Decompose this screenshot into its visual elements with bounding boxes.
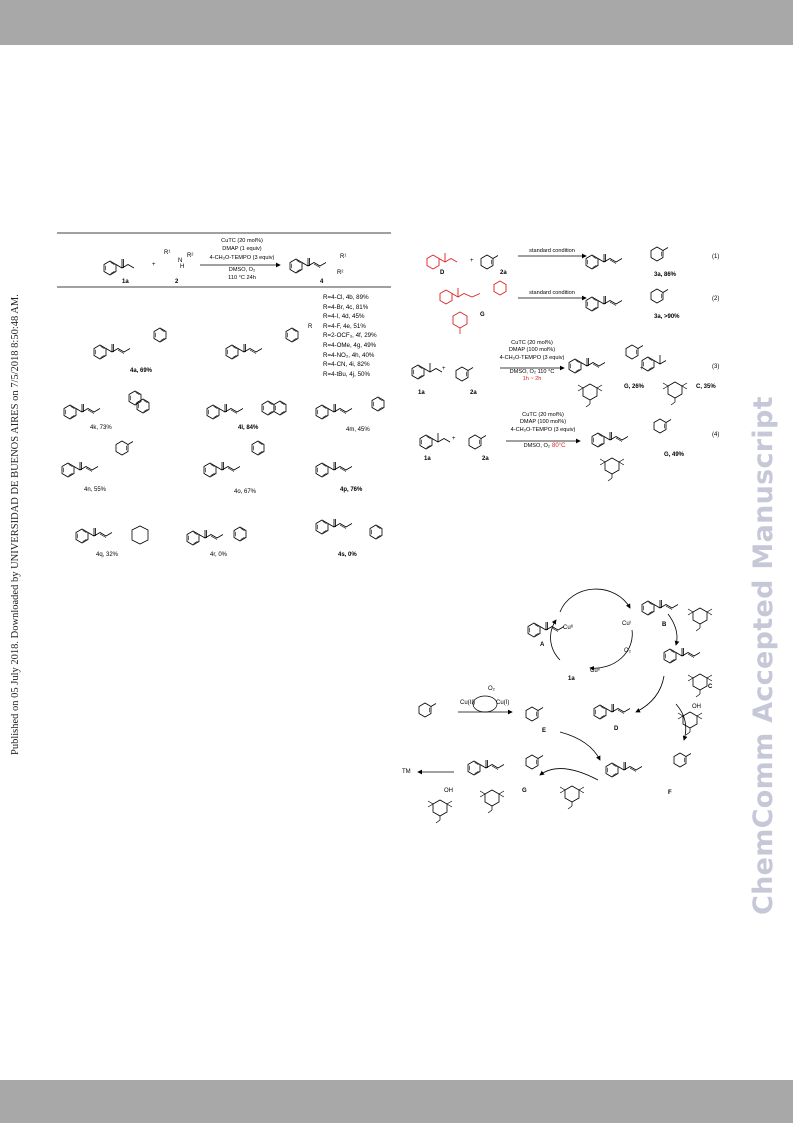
cu-ii-label: Cu(II) xyxy=(460,700,475,706)
label-4: 4 xyxy=(320,279,324,285)
list-item: R=4-NO₂, 4h, 40% xyxy=(323,351,375,359)
condition-solvent: DMSO, O₂ xyxy=(228,267,256,273)
label-C: C xyxy=(708,684,713,690)
list-item: R=4-Br, 4c, 81% xyxy=(323,303,369,311)
yield-eq3-G: G, 26% xyxy=(624,384,645,390)
product-4p: 4p, 76% xyxy=(340,487,363,493)
substituent-list: R=4-Cl, 4b, 89% R=4-Br, 4c, 81% R=4-I, 4… xyxy=(323,293,377,379)
reagent-1: CuTC (20 mol%) xyxy=(221,238,263,244)
label-r1: R¹ xyxy=(164,250,171,256)
o2-cycle: O₂ xyxy=(624,648,631,654)
eq-number-2: (2) xyxy=(712,296,720,302)
list-item: R=4-F, 4e, 51% xyxy=(323,322,366,330)
plus-eq4: + xyxy=(452,436,456,442)
cond-eq2: standard condition xyxy=(529,290,575,296)
product-4a: 4a, 69% xyxy=(130,368,153,374)
reagent-eq4-2: DMAP (100 mol%) xyxy=(519,419,567,425)
yield-eq2: 3a, >90% xyxy=(654,314,680,320)
list-item: R=4-I, 4d, 45% xyxy=(323,313,365,321)
label-D-eq1: D xyxy=(440,270,445,276)
eq-number-3: (3) xyxy=(712,364,720,370)
eq-number-4: (4) xyxy=(712,432,720,438)
yield-eq3-C: C, 35% xyxy=(696,384,716,390)
list-item: R=2-OCF₃, 4f, 29% xyxy=(323,332,377,340)
label-2a-eq1: 2a xyxy=(500,270,507,276)
oh-label-2: OH xyxy=(444,788,453,794)
label-h: H xyxy=(180,264,185,270)
plus-eq3b: + xyxy=(640,366,644,372)
reagent-eq4-3: 4-CH₃O-TEMPO (3 equiv) xyxy=(510,427,576,433)
list-item: R=4-OMe, 4g, 49% xyxy=(323,341,377,349)
product-4o: 4o, 67% xyxy=(234,489,257,495)
plus-eq1: + xyxy=(470,258,474,264)
eq-number-1: (1) xyxy=(712,254,720,260)
time-eq3: 1h ~ 2h xyxy=(522,376,542,382)
list-item: R=4-CN, 4i, 82% xyxy=(323,361,370,369)
label-G-eq2: G xyxy=(480,312,485,318)
temp-eq4: 80°C xyxy=(552,443,566,449)
label-TM: TM xyxy=(402,769,411,775)
yield-eq4: G, 49% xyxy=(664,452,685,458)
label-1a-eq4: 1a xyxy=(424,456,431,462)
condition-temp: 110 °C 24h xyxy=(228,275,256,281)
label-2a-eq4: 2a xyxy=(482,456,489,462)
label-B: B xyxy=(662,622,667,628)
cond-eq3: DMSO, O₂ 110 °C xyxy=(509,369,555,375)
plus-eq3: + xyxy=(442,366,446,372)
prod-label-r2: R² xyxy=(337,270,344,276)
product-4l: 4l, 84% xyxy=(238,425,259,431)
cond-eq4: DMSO, O₂ xyxy=(523,443,550,449)
label-D: D xyxy=(614,726,619,732)
top-bar xyxy=(0,0,793,45)
label-E: E xyxy=(542,728,547,734)
label-1a-mech: 1a xyxy=(568,676,575,682)
label-G: G xyxy=(522,788,527,794)
cu-ii-on-A: Cuᴵᴵ xyxy=(563,625,573,631)
label-1a-eq3: 1a xyxy=(418,390,425,396)
prod-label-r1: R¹ xyxy=(340,254,347,260)
cu-i-label: Cu(I) xyxy=(496,700,510,706)
reagent-eq4-1: CuTC (20 mol%) xyxy=(522,412,564,418)
label-2: 2 xyxy=(175,279,179,285)
product-4s: 4s, 0% xyxy=(338,552,357,558)
yield-eq1: 3a, 86% xyxy=(654,272,677,278)
cu-i: Cuᴵ xyxy=(622,621,631,627)
label-nh: N xyxy=(178,258,183,264)
product-4n: 4n, 55% xyxy=(84,487,107,493)
list-item: R=4-Cl, 4b, 89% xyxy=(323,294,369,301)
reagent-3: 4-CH₃O-TEMPO (3 equiv) xyxy=(209,255,275,261)
reagent-eq3-2: DMAP (100 mol%) xyxy=(508,347,556,353)
product-4r: 4r, 0% xyxy=(210,552,228,558)
label-A: A xyxy=(540,642,545,648)
label-r: R xyxy=(308,324,313,330)
label-1a: 1a xyxy=(122,279,129,285)
reagent-eq3-1: CuTC (20 mol%) xyxy=(511,340,553,346)
plus-sign: + xyxy=(152,262,156,268)
label-2a-eq3: 2a xyxy=(470,390,477,396)
reagent-eq3-3: 4-CH₃O-TEMPO (3 equiv) xyxy=(499,355,565,361)
bottom-bar xyxy=(0,1080,793,1123)
cu-ii: Cuᴵᴵ xyxy=(590,668,600,674)
o2-label: O₂ xyxy=(488,686,495,692)
oh-label: OH xyxy=(692,704,701,710)
product-4k: 4k, 73% xyxy=(90,425,112,431)
label-F: F xyxy=(668,790,672,796)
product-4m: 4m, 45% xyxy=(346,427,370,433)
label-r2: R² xyxy=(187,253,194,259)
list-item: R=4-tBu, 4j, 50% xyxy=(323,370,370,378)
reagent-2: DMAP (1 equiv) xyxy=(222,246,262,252)
cond-eq1: standard condition xyxy=(529,248,575,254)
product-4q: 4q, 32% xyxy=(96,552,119,558)
